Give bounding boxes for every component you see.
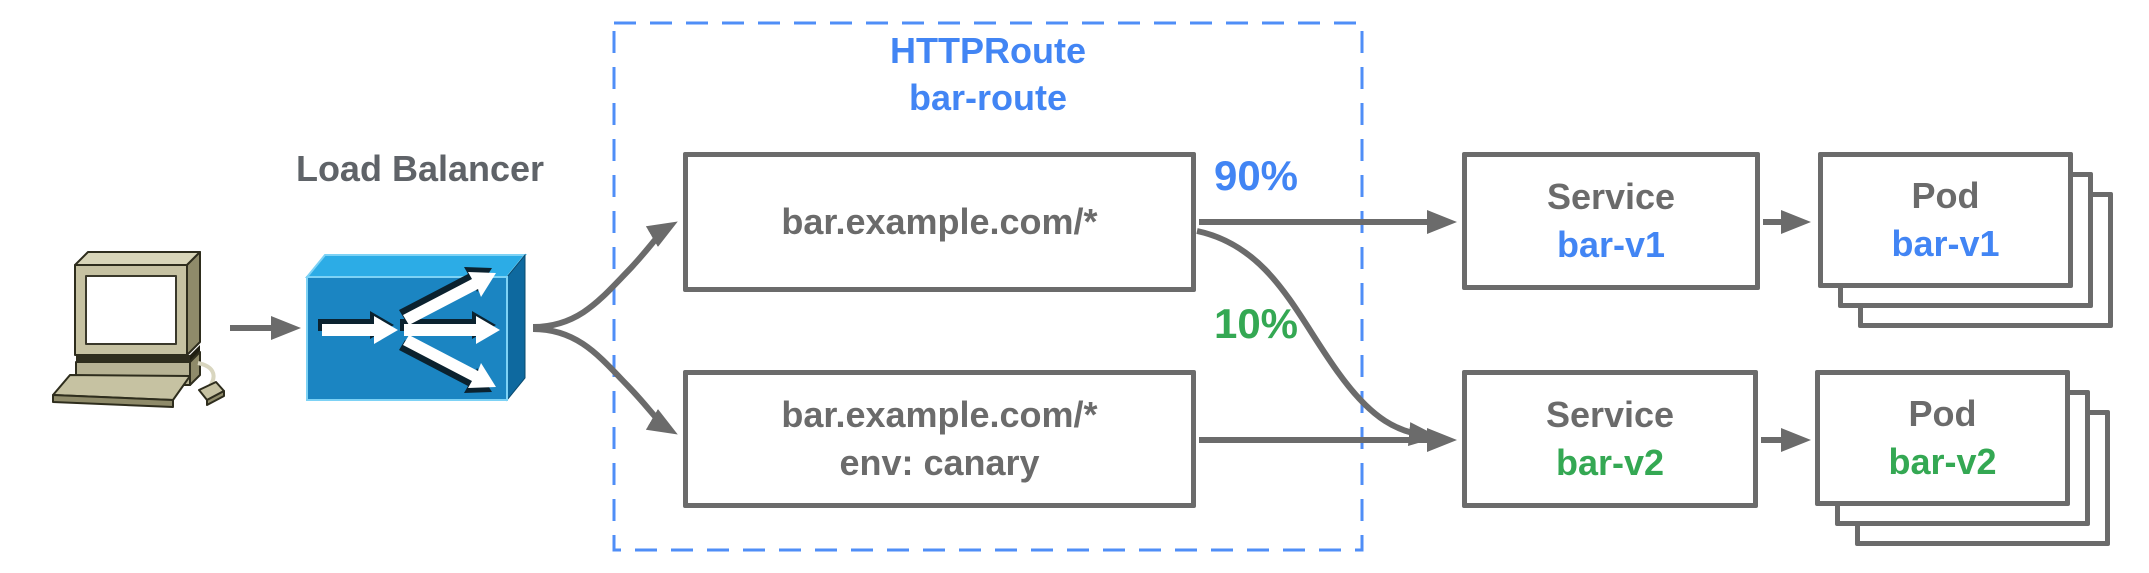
pod-bar-v2-box: Pod bar-v2: [1815, 370, 2070, 506]
pod-bar-v1-box: Pod bar-v1: [1818, 152, 2073, 288]
weight-10-label: 10%: [1213, 300, 1299, 347]
route-rule-2-box: bar.example.com/* env: canary: [683, 370, 1196, 508]
service-bar-v1-box: Service bar-v1: [1462, 152, 1760, 290]
service-bar-v1-kind: Service: [1546, 176, 1676, 217]
service-bar-v1-name: bar-v1: [1556, 224, 1666, 265]
pod-bar-v2-name: bar-v2: [1888, 441, 1997, 482]
weight-90-label: 90%: [1213, 152, 1299, 199]
pod-bar-v2-kind: Pod: [1908, 393, 1977, 434]
arrow-rule1-to-service-v2: [1196, 228, 1439, 446]
load-balancer-label: Load Balancer: [295, 148, 545, 189]
service-bar-v2-name: bar-v2: [1555, 442, 1665, 483]
route-rule-1-host: bar.example.com/*: [781, 201, 1098, 242]
desktop-computer-icon: [52, 251, 225, 408]
httproute-kind-label: HTTPRoute: [890, 30, 1086, 71]
pod-bar-v1-name: bar-v1: [1891, 223, 2000, 264]
route-rule-1-box: bar.example.com/*: [683, 152, 1196, 292]
pod-bar-v1-kind: Pod: [1911, 175, 1980, 216]
httproute-name-label: bar-route: [908, 77, 1067, 118]
load-balancer-box-icon: [304, 253, 528, 402]
httproute-title: HTTPRoute bar-route: [763, 27, 1213, 121]
arrow-lb-to-rule1: [532, 221, 678, 330]
arrow-lb-to-rule2: [532, 326, 678, 435]
service-bar-v2-box: Service bar-v2: [1462, 370, 1758, 508]
route-rule-2-header-match: env: canary: [839, 442, 1040, 483]
service-bar-v2-kind: Service: [1545, 394, 1675, 435]
route-rule-2-host: bar.example.com/*: [781, 394, 1098, 435]
